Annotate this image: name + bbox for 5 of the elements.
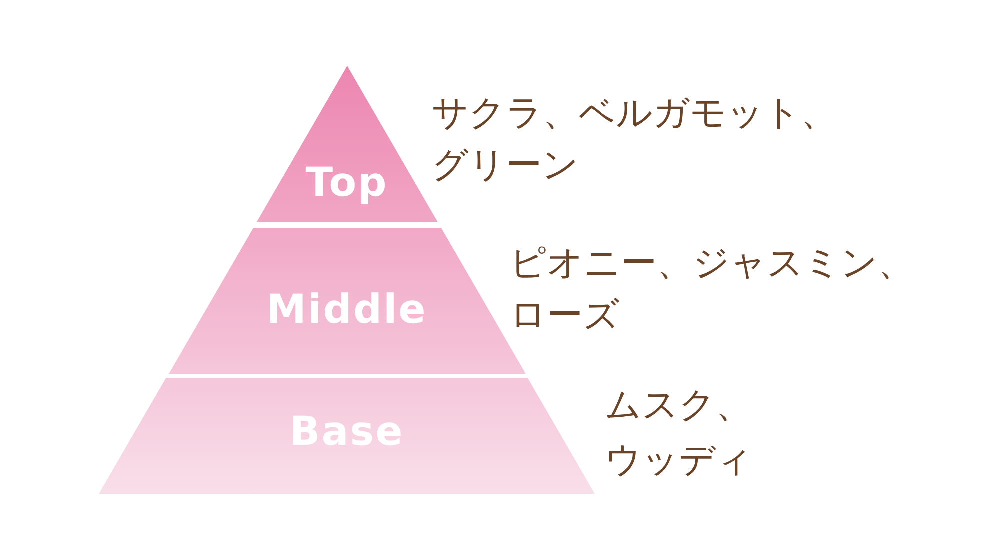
tier-label: Middle [266,286,428,334]
note-list: ピオニー、ジャスミン、ローズ [510,238,917,342]
note-list: サクラ、ベルガモット、グリーン [432,88,839,192]
tier-label: Top [306,159,388,207]
note-list: ムスク、ウッディ [605,378,767,488]
